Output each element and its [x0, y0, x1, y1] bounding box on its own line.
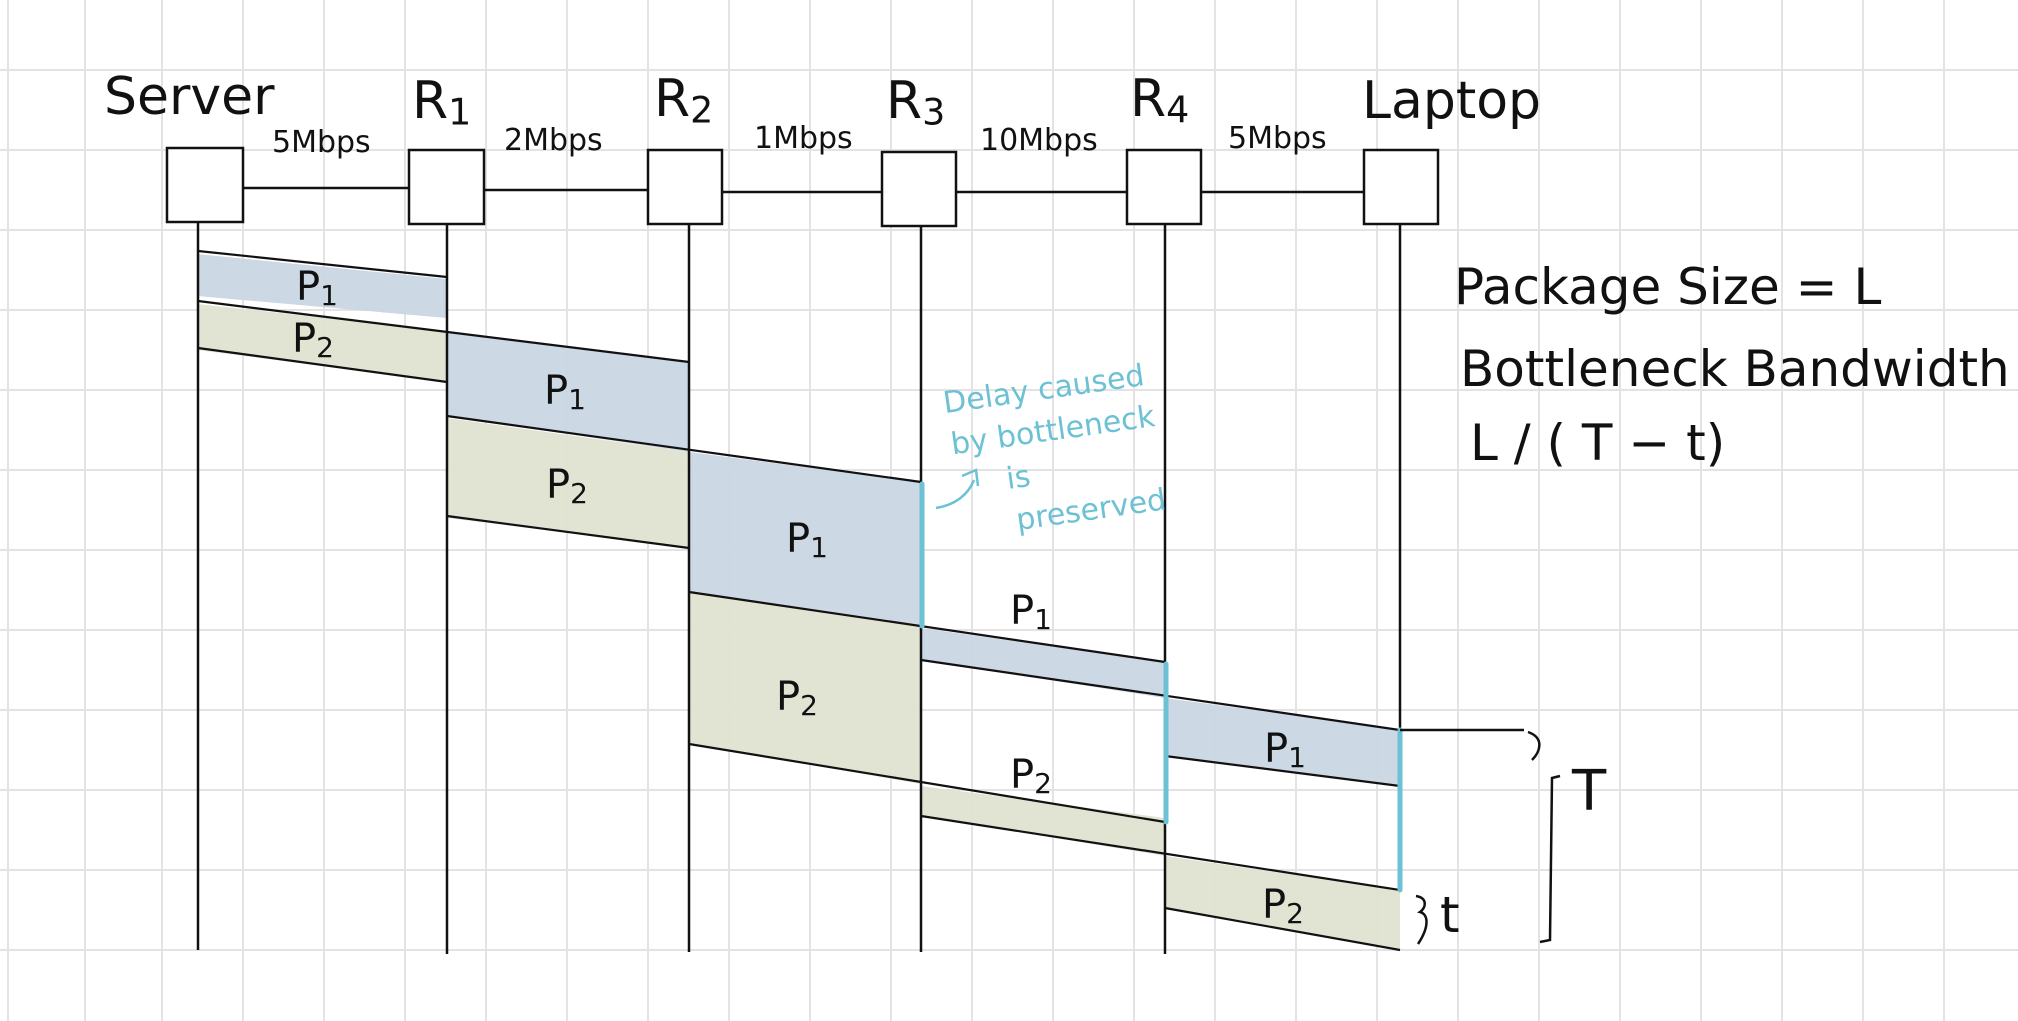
link-label-server-r1: 5Mbps: [272, 125, 371, 160]
annotation-line-4: preserved: [1014, 482, 1168, 538]
bottleneck-annotation: Delay caused by bottleneck is preserved: [941, 358, 1168, 538]
bracket-T-top: [1527, 730, 1541, 761]
node-label-server: Server: [104, 67, 275, 127]
boundary: [1164, 754, 1401, 788]
node-labels: Server R1 R2 R3 R4 Laptop: [104, 67, 1541, 134]
node-label-r2: R2: [654, 69, 713, 132]
boundary: [446, 514, 690, 550]
bracket-label-t: t: [1440, 886, 1460, 944]
node-box-laptop: [1362, 148, 1440, 226]
packet-p2-r3-r4-fill: [921, 786, 1165, 856]
boundary: [197, 299, 690, 364]
node-label-r4: R4: [1130, 69, 1189, 132]
packet-label: P2: [1010, 752, 1052, 800]
formula-line-3: L / ( T − t): [1470, 414, 1725, 472]
link-label-r3-r4: 10Mbps: [980, 123, 1098, 158]
packet-p1-server-r1-fill: [197, 254, 447, 318]
packet-label: P1: [1010, 588, 1052, 636]
bandwidth-formula: Package Size = L Bottleneck Bandwidth = …: [1454, 258, 2018, 472]
boundary: [446, 414, 922, 484]
boundary: [1164, 906, 1401, 952]
node-label-r1: R1: [412, 71, 471, 134]
packet-p2-r2-r3-fill: [689, 592, 921, 784]
formula-line-2: Bottleneck Bandwidth =: [1460, 340, 2018, 398]
time-brackets: [1400, 728, 1561, 945]
packet-labels: P1 P2 P1 P2 P1 P2 P1 P2 P1 P2: [292, 264, 1306, 930]
bracket-label-T: T: [1571, 759, 1607, 824]
formula-line-1: Package Size = L: [1454, 258, 1881, 316]
packet-p1-r1-r2-fill: [447, 332, 689, 452]
packet-label: P1: [1264, 726, 1306, 774]
annotation-line-3: is: [1004, 459, 1033, 497]
packet-label: P1: [296, 264, 338, 312]
node-box-server: [165, 146, 245, 224]
link-labels: 5Mbps 2Mbps 1Mbps 10Mbps 5Mbps: [272, 121, 1327, 160]
packet-fills: [197, 254, 1400, 950]
packet-label: P2: [1262, 882, 1304, 930]
node-label-r3: R3: [886, 71, 945, 134]
boundary: [920, 814, 1401, 892]
annotation-arrow: [935, 468, 980, 510]
packet-p1-r3-r4-fill: [921, 628, 1165, 698]
packet-p1-r2-r3-fill: [689, 452, 921, 628]
packet-label: P2: [776, 674, 818, 722]
packet-label: P1: [544, 368, 586, 416]
packet-p2-server-r1-fill: [197, 304, 447, 382]
boundary: [197, 249, 448, 279]
packet-boundaries: [197, 249, 1401, 952]
packet-p1-r4-laptop-fill: [1165, 698, 1400, 786]
boundary: [197, 346, 448, 384]
packet-label: P1: [786, 516, 828, 564]
node-box-r4: [1125, 148, 1203, 226]
node-box-r3: [880, 150, 958, 228]
link-label-r4-laptop: 5Mbps: [1228, 121, 1327, 156]
links: [243, 186, 1364, 194]
node-box-r2: [646, 148, 724, 226]
packet-label: P2: [292, 316, 334, 364]
link-label-r2-r3: 1Mbps: [754, 121, 853, 156]
link-label-r1-r2: 2Mbps: [504, 123, 603, 158]
boundary: [920, 658, 1401, 732]
node-label-laptop: Laptop: [1362, 71, 1541, 131]
packet-p2-r1-r2-fill: [447, 418, 689, 548]
boundary: [688, 742, 1166, 824]
packet-p2-r4-laptop-fill: [1165, 856, 1400, 950]
node-boxes: [165, 146, 1440, 228]
node-box-r1: [407, 148, 486, 226]
bottleneck-highlights: [919, 481, 1403, 893]
packet-label: P2: [546, 462, 588, 510]
bracket-T: [1539, 774, 1561, 944]
boundary: [688, 590, 1166, 664]
bracket-t: [1415, 894, 1428, 945]
